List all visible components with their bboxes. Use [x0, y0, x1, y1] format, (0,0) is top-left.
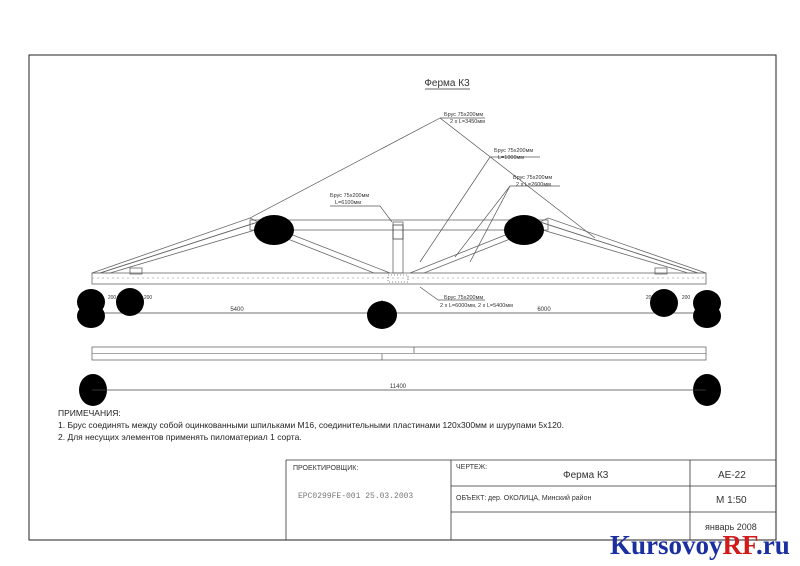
- plate-left: [129, 267, 143, 275]
- svg-text:L=1000мм: L=1000мм: [498, 155, 524, 161]
- notes-heading: ПРИМЕЧАНИЯ:: [58, 408, 121, 418]
- svg-text:L=6100мм: L=6100мм: [335, 200, 361, 206]
- dim-total: 11400: [390, 384, 407, 390]
- callout-3: Брус 75х200мм 2 х L=2600мм: [513, 175, 552, 188]
- watermark-part-2: RF: [722, 530, 757, 560]
- callout-4: Брус 75х200мм L=6100мм: [330, 193, 369, 206]
- drawing-title: Ферма К3: [424, 78, 470, 89]
- svg-text:Брус 75х200мм: Брус 75х200мм: [444, 295, 483, 301]
- king-post: [392, 221, 404, 274]
- watermark-logo[interactable]: KursovoyRF.ru: [610, 530, 790, 561]
- svg-text:Брус 75х200мм: Брус 75х200мм: [494, 148, 533, 154]
- sheet-date: январь 2008: [705, 522, 757, 532]
- dim-left-small2: 200: [144, 295, 153, 301]
- svg-text:2 х L=2600мм: 2 х L=2600мм: [516, 182, 551, 188]
- leaders: [249, 117, 596, 301]
- callout-2: Брус 75х200мм L=1000мм: [494, 148, 533, 161]
- redaction-marks: [77, 215, 721, 406]
- note-2: 2. Для несущих элементов применять пилом…: [58, 432, 302, 442]
- callout-1: Брус 75х200мм 2 х L=3450мм: [444, 112, 485, 125]
- svg-text:2 х L=6000мм, 2 х L=5400мм: 2 х L=6000мм, 2 х L=5400мм: [440, 303, 513, 309]
- notes: ПРИМЕЧАНИЯ: 1. Брус соединять между собо…: [58, 407, 564, 443]
- dim-left-span: 5400: [230, 307, 244, 313]
- designer-value: EPC0299FE-001 25.03.2003: [298, 492, 414, 501]
- dim-left-small: 200: [108, 295, 117, 301]
- dim-right-span: 6000: [537, 307, 551, 313]
- watermark-part-3: .ru: [756, 530, 790, 560]
- dim-right-small: 200: [646, 295, 655, 301]
- dim-right-small2: 200: [682, 295, 691, 301]
- collar-tie: [249, 219, 549, 231]
- designer-label: ПРОЕКТИРОВЩИК:: [293, 465, 359, 472]
- svg-text:2 х L=3450мм: 2 х L=3450мм: [450, 119, 485, 125]
- sheet-frame: [28, 54, 777, 541]
- svg-text:Брус 75х200мм: Брус 75х200мм: [330, 193, 369, 199]
- title-block: [285, 459, 776, 540]
- plate-right: [654, 267, 668, 275]
- svg-text:Брус 75х200мм: Брус 75х200мм: [513, 175, 552, 181]
- truss: [91, 217, 707, 285]
- svg-text:Брус 75х200мм: Брус 75х200мм: [444, 112, 483, 118]
- drawing-value: Ферма К3: [563, 470, 609, 481]
- note-1: 1. Брус соединять между собой оцинкованн…: [58, 420, 564, 430]
- right-rafter: [538, 217, 707, 274]
- object-label: ОБЪЕКТ:: [456, 495, 487, 502]
- sheet-code: АЕ-22: [718, 470, 746, 481]
- sheet-scale: М 1:50: [716, 495, 747, 506]
- callout-5: Брус 75х200мм 2 х L=6000мм, 2 х L=5400мм: [440, 295, 513, 309]
- drawing-label: ЧЕРТЕЖ:: [456, 464, 488, 471]
- object-value: дер. ОКОЛИЦА, Минский район: [488, 495, 592, 502]
- left-rafter: [91, 217, 260, 274]
- watermark-part-1: Kursovoy: [610, 530, 723, 560]
- beam-plan: [91, 346, 707, 361]
- span-dimension: [91, 292, 707, 318]
